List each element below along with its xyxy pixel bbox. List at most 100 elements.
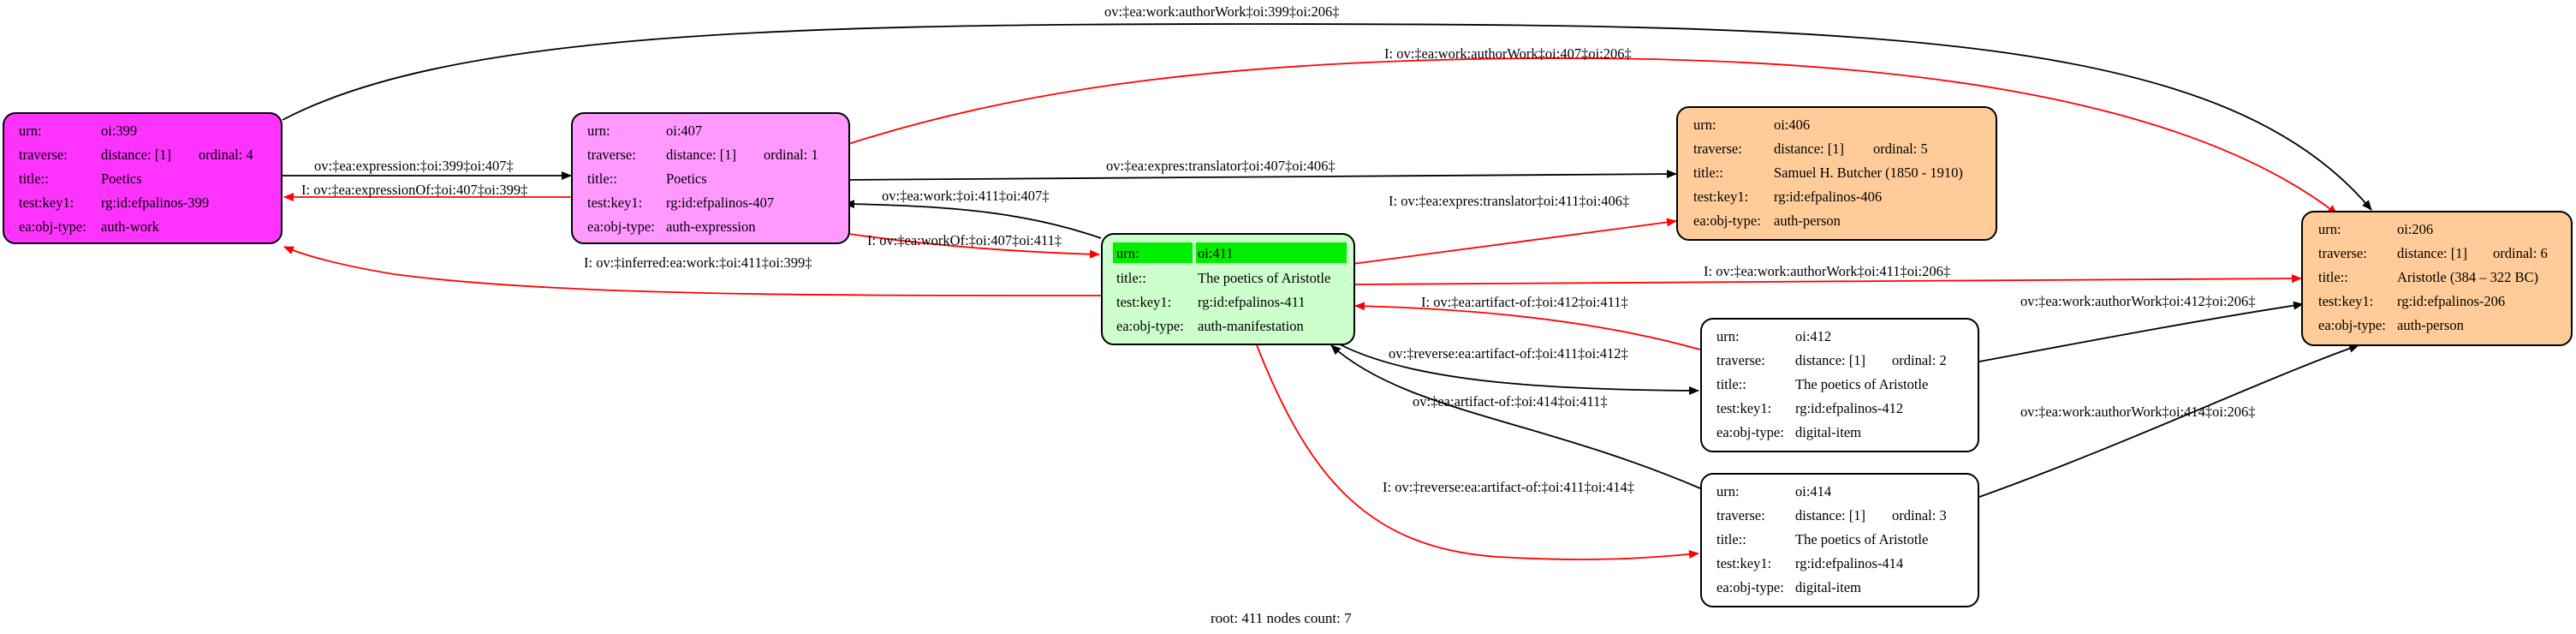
- node-row-extra: ordinal: 3: [1892, 507, 1947, 523]
- edge-407-to-411: [842, 232, 1100, 259]
- node-row-key: title::: [1693, 164, 1723, 181]
- node-row-value: oi:406: [1774, 117, 1810, 133]
- node-row-value: rg:id:efpalinos-411: [1198, 294, 1306, 310]
- node-row-value: digital-item: [1795, 424, 1861, 440]
- node-row-extra: ordinal: 6: [2493, 245, 2548, 261]
- edge-label: ov:‡ea:artifact-of:‡oi:414‡oi:411‡: [1413, 393, 1608, 410]
- edge-407-to-206: [842, 57, 2338, 215]
- edge-411-to-407: [844, 200, 1102, 239]
- node-row-value: auth-person: [1774, 212, 1841, 229]
- node-206[interactable]: urn: oi:206 traverse: distance: [1] ordi…: [2301, 211, 2573, 346]
- edge-label: I: ov:‡ea:work:authorWork‡oi:407‡oi:206‡: [1384, 45, 1632, 62]
- edge-label: ov:‡reverse:ea:artifact-of:‡oi:411‡oi:41…: [1389, 345, 1628, 362]
- node-row-key: traverse:: [19, 147, 68, 163]
- node-row-value: oi:412: [1795, 328, 1831, 344]
- node-row-key: traverse:: [2318, 245, 2367, 261]
- edge-399-to-206: [282, 23, 2372, 211]
- node-row-value: oi:411: [1198, 245, 1234, 261]
- edge-label: I: ov:‡ea:workOf:‡oi:407‡oi:411‡: [867, 232, 1062, 248]
- node-row-key: urn:: [1716, 328, 1740, 344]
- edge-label: I: ov:‡reverse:ea:artifact-of:‡oi:411‡oi…: [1383, 479, 1634, 495]
- node-row-value: The poetics of Aristotle: [1795, 376, 1928, 392]
- node-row-value: auth-work: [101, 218, 160, 235]
- node-row-value: rg:id:efpalinos-206: [2397, 293, 2505, 309]
- node-row-key: ea:obj-type:: [1116, 318, 1184, 334]
- node-row-key: ea:obj-type:: [1693, 212, 1761, 229]
- node-row-key: ea:obj-type:: [2318, 317, 2386, 333]
- edge-label: ov:‡ea:expres:translator‡oi:407‡oi:406‡: [1106, 158, 1336, 174]
- node-row-value: oi:399: [101, 123, 137, 139]
- node-row-value: oi:407: [666, 123, 702, 139]
- node-407[interactable]: urn: oi:407 traverse: distance: [1] ordi…: [571, 112, 850, 244]
- node-row-key: test:key1:: [587, 194, 642, 211]
- node-row-key: ea:obj-type:: [19, 218, 86, 235]
- node-row-extra: ordinal: 4: [199, 147, 253, 163]
- node-399[interactable]: urn: oi:399 traverse: distance: [1] ordi…: [3, 112, 283, 244]
- node-row-value: Poetics: [101, 170, 142, 187]
- node-row-value: rg:id:efpalinos-399: [101, 194, 209, 211]
- edge-411-to-206: [1352, 274, 2302, 285]
- node-414[interactable]: urn: oi:414 traverse: distance: [1] ordi…: [1700, 473, 1979, 607]
- node-row-value: Aristotle (384 – 322 BC): [2397, 269, 2538, 285]
- node-row-value: auth-expression: [666, 218, 755, 235]
- edge-414-to-206: [1978, 344, 2359, 498]
- node-406[interactable]: urn: oi:406 traverse: distance: [1] ordi…: [1676, 106, 1997, 241]
- node-row-key: test:key1:: [1116, 294, 1171, 310]
- node-row-key: urn:: [19, 123, 42, 139]
- edge-411-to-399: [283, 246, 1102, 296]
- node-row-value: oi:414: [1795, 483, 1831, 499]
- node-row-key: title::: [1116, 270, 1146, 286]
- node-row-value: distance: [1]: [1795, 352, 1865, 368]
- node-row-key: traverse:: [1693, 141, 1742, 157]
- node-row-value: rg:id:efpalinos-406: [1774, 188, 1882, 205]
- node-412[interactable]: urn: oi:412 traverse: distance: [1] ordi…: [1700, 318, 1979, 452]
- edge-label: I: ov:‡inferred:ea:work:‡oi:411‡oi:399‡: [584, 254, 812, 271]
- edge-label: I: ov:‡ea:expressionOf:‡oi:407‡oi:399‡: [301, 182, 527, 198]
- node-row-value: auth-manifestation: [1198, 318, 1304, 334]
- node-row-key: title::: [1716, 531, 1746, 547]
- edge-label: ov:‡ea:work:‡oi:411‡oi:407‡: [882, 188, 1050, 204]
- nodes: urn: oi:399 traverse: distance: [1] ordi…: [3, 106, 2573, 607]
- node-row-value: distance: [1]: [666, 147, 736, 163]
- node-row-value: distance: [1]: [1795, 507, 1865, 523]
- node-row-key: urn:: [1116, 245, 1139, 261]
- node-row-value: Samuel H. Butcher (1850 - 1910): [1774, 164, 1963, 181]
- edge-412-to-411: [1354, 302, 1701, 350]
- edge-414-to-411: [1330, 344, 1701, 489]
- node-row-key: title::: [1716, 376, 1746, 392]
- node-row-value: oi:206: [2397, 221, 2433, 237]
- node-row-key: urn:: [2318, 221, 2341, 237]
- node-row-value: The poetics of Aristotle: [1795, 531, 1928, 547]
- node-row-key: test:key1:: [19, 194, 74, 211]
- edge-411-to-414: [1256, 344, 1699, 560]
- node-row-value: distance: [1]: [1774, 141, 1844, 157]
- edges: ov:‡ea:work:authorWork‡oi:399‡oi:206‡ I:…: [282, 3, 2372, 560]
- node-row-value: distance: [1]: [101, 147, 171, 163]
- edge-label: I: ov:‡ea:expres:translator‡oi:411‡oi:40…: [1389, 193, 1629, 209]
- node-row-value: rg:id:efpalinos-414: [1795, 555, 1903, 571]
- edge-label: I: ov:‡ea:work:authorWork‡oi:411‡oi:206‡: [1704, 263, 1950, 279]
- node-row-key: test:key1:: [1716, 555, 1771, 571]
- node-row-key: ea:obj-type:: [1716, 424, 1784, 440]
- node-row-key: test:key1:: [2318, 293, 2373, 309]
- node-row-extra: ordinal: 5: [1873, 141, 1928, 157]
- root-highlight-value: [1196, 242, 1347, 263]
- node-row-key: test:key1:: [1693, 188, 1748, 205]
- node-row-value: distance: [1]: [2397, 245, 2467, 261]
- node-row-extra: ordinal: 2: [1892, 352, 1947, 368]
- node-row-key: title::: [2318, 269, 2348, 285]
- node-row-key: urn:: [587, 123, 610, 139]
- node-row-key: urn:: [1693, 117, 1716, 133]
- node-row-value: rg:id:efpalinos-407: [666, 194, 774, 211]
- node-row-key: ea:obj-type:: [587, 218, 655, 235]
- root-highlight-key: [1113, 242, 1193, 263]
- edge-label: I: ov:‡ea:artifact-of:‡oi:412‡oi:411‡: [1421, 294, 1628, 310]
- node-row-key: title::: [587, 170, 617, 187]
- node-row-value: The poetics of Aristotle: [1198, 270, 1330, 286]
- edge-411-to-406: [1352, 218, 1677, 265]
- node-row-key: title::: [19, 170, 49, 187]
- node-row-key: ea:obj-type:: [1716, 579, 1784, 595]
- node-411-root[interactable]: urn: oi:411 title:: The poetics of Arist…: [1101, 233, 1355, 345]
- node-row-key: urn:: [1716, 483, 1740, 499]
- edge-label: ov:‡ea:work:authorWork‡oi:414‡oi:206‡: [2020, 404, 2256, 420]
